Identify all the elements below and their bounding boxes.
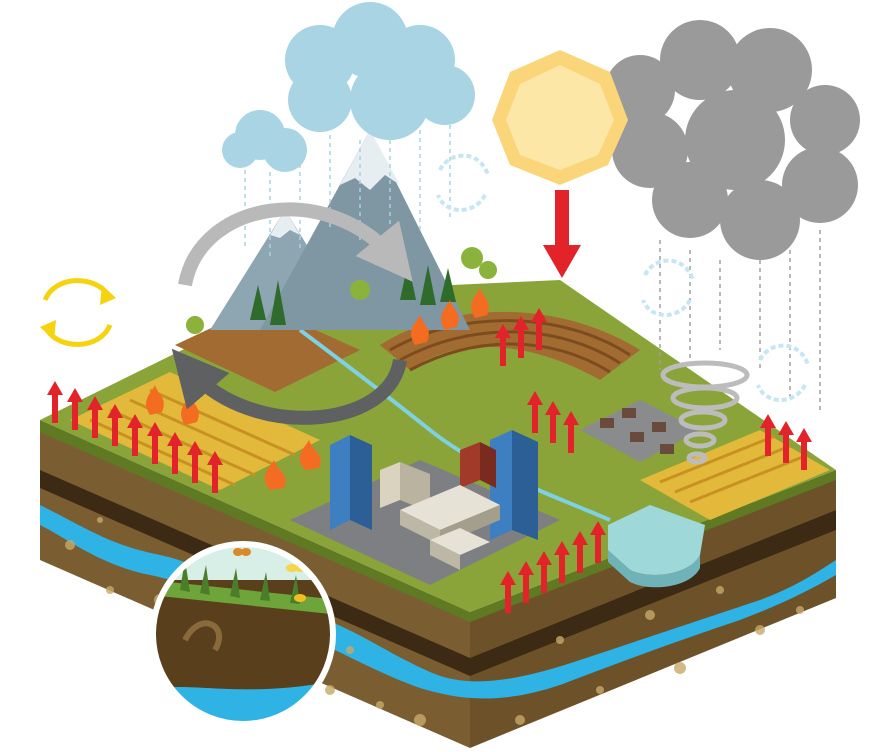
fire-icon — [411, 315, 429, 345]
groundwater-river — [40, 505, 836, 699]
arrow-up-icon — [495, 324, 511, 366]
red-building — [460, 442, 496, 488]
arrow-up-icon — [127, 414, 143, 456]
arrow-up-icon — [167, 432, 183, 474]
fire-icon — [299, 440, 321, 470]
carbon-cycle-arrow — [171, 202, 413, 425]
arrow-up-icon — [760, 414, 776, 456]
dark-soil-band-right — [470, 510, 836, 676]
arrow-up-icon — [67, 388, 83, 430]
arrow-up-icon — [513, 316, 529, 358]
arrow-up-icon — [554, 541, 570, 583]
arrow-up-icon — [536, 551, 552, 593]
bee-icon — [294, 594, 306, 602]
arrow-up-icon — [778, 421, 794, 463]
arrow-up-icon — [531, 308, 547, 350]
skyscraper — [330, 435, 372, 530]
butterfly-icon — [233, 548, 251, 556]
solar-radiation-arrow — [543, 190, 581, 278]
soil-pebbles — [65, 517, 804, 726]
field-right-yellow — [640, 430, 830, 520]
wildfires — [146, 288, 489, 490]
arrow-up-icon — [796, 428, 812, 470]
arrow-up-icon — [563, 411, 579, 453]
stream — [298, 328, 611, 522]
city — [290, 430, 560, 585]
heat-emission-arrows — [47, 308, 812, 613]
storm-cloud — [605, 20, 860, 260]
arrow-up-icon — [527, 391, 543, 433]
office-building — [380, 462, 430, 512]
tornado — [660, 360, 750, 465]
arrow-up-icon — [572, 531, 588, 573]
arrow-up-icon — [545, 401, 561, 443]
arrow-up-icon — [87, 396, 103, 438]
arrow-up-icon — [47, 381, 63, 423]
mountain-snow — [340, 130, 400, 190]
fire-icon — [264, 460, 286, 490]
arrow-up-icon — [107, 404, 123, 446]
skyscraper — [490, 430, 538, 540]
arrow-up-icon — [590, 521, 606, 563]
sun — [492, 50, 628, 185]
mountain-back-snow — [270, 210, 300, 238]
fire-icon — [441, 300, 459, 330]
low-building — [430, 528, 490, 570]
fire-icon — [146, 385, 164, 415]
arrow-up-icon — [207, 451, 223, 493]
arrow-up-icon — [147, 422, 163, 464]
arrow-up-icon — [518, 561, 534, 603]
lake — [608, 505, 705, 588]
rain-cloud — [222, 2, 475, 172]
arrow-up-icon — [500, 571, 516, 613]
storm-rain-lines — [659, 230, 821, 410]
earthworm-icon — [182, 620, 223, 652]
recycle-icon — [40, 278, 116, 347]
fire-icon — [471, 288, 489, 318]
suburb — [580, 400, 700, 462]
arrow-up-icon — [187, 441, 203, 483]
